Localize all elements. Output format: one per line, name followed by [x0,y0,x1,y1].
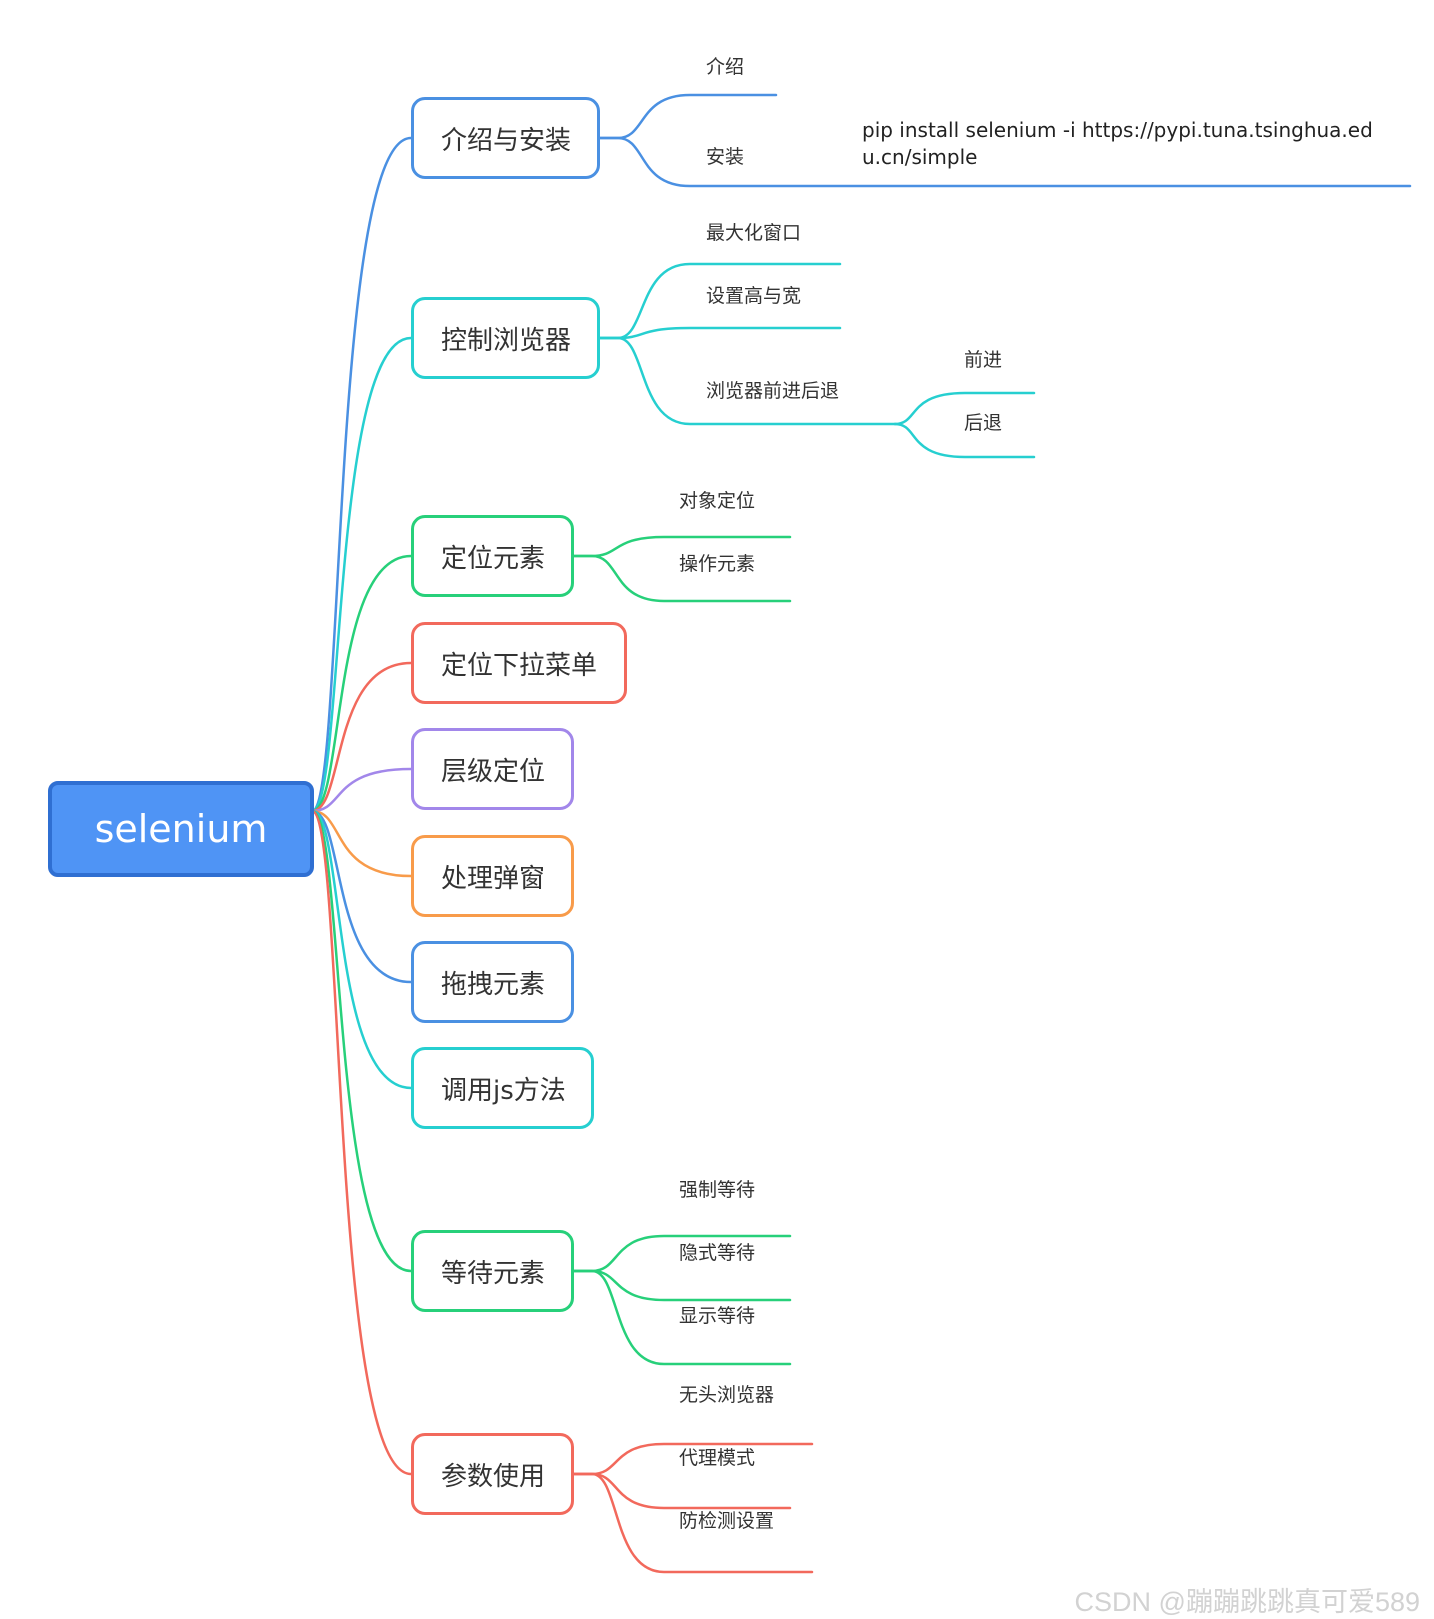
connector-params-leaf-2 [572,1472,814,1574]
connector-params-leaf-1 [572,1472,792,1510]
branch-intro-label: 介绍与安装 [441,125,572,156]
connector-root-to-params [310,809,413,1476]
leaf-intro-install[interactable]: 安装 [706,146,745,168]
leaf-params-proxy[interactable]: 代理模式 [679,1447,756,1469]
connector-browser-leaf-2 [598,336,897,426]
install-command-note: pip install selenium -i https://pypi.tun… [862,117,1373,171]
branch-intro-node[interactable]: 介绍与安装 [411,97,600,179]
leaf-wait-implicit[interactable]: 隐式等待 [679,1242,756,1264]
connector-root-to-drag [310,809,413,984]
leaf-locate-operate[interactable]: 操作元素 [679,553,756,575]
leaf-browser-navigation[interactable]: 浏览器前进后退 [706,380,840,402]
connector-intro-leaf-0 [598,93,778,140]
connector-navigation-sub-0 [893,391,1036,426]
connector-navigation-sub-1 [893,422,1036,459]
connector-root-to-hierarchy [310,767,413,813]
connector-browser-leaf-1 [598,326,842,340]
branch-dropdown-label: 定位下拉菜单 [441,650,598,681]
branch-locate-label: 定位元素 [441,543,546,574]
watermark: CSDN @蹦蹦跳跳真可爱589 [1074,1587,1420,1617]
branch-params-label: 参数使用 [441,1461,546,1492]
install-command-line1: pip install selenium -i https://pypi.tun… [862,118,1373,142]
leaf-browser-forward[interactable]: 前进 [964,349,1003,371]
connector-root-to-dropdown [310,661,413,813]
branch-js-label: 调用js方法 [441,1075,566,1106]
branch-hierarchy-node[interactable]: 层级定位 [411,728,574,810]
leaf-wait-explicit[interactable]: 显示等待 [679,1305,756,1327]
leaf-params-antidetect[interactable]: 防检测设置 [679,1510,775,1532]
leaf-browser-size[interactable]: 设置高与宽 [706,285,802,307]
leaf-browser-maximize[interactable]: 最大化窗口 [706,222,802,244]
leaf-browser-back[interactable]: 后退 [964,412,1003,434]
connector-locate-leaf-1 [572,554,792,603]
branch-dropdown-node[interactable]: 定位下拉菜单 [411,622,627,704]
branch-wait-node[interactable]: 等待元素 [411,1230,574,1312]
connector-root-to-wait [310,809,413,1273]
connector-wait-leaf-2 [572,1269,792,1366]
branch-browser-node[interactable]: 控制浏览器 [411,297,600,379]
branch-drag-node[interactable]: 拖拽元素 [411,941,574,1023]
connector-root-to-js [310,809,413,1090]
leaf-intro-intro[interactable]: 介绍 [706,56,745,78]
connector-root-to-popup [310,809,413,878]
root-node[interactable]: selenium [48,781,314,877]
connector-root-to-locate [310,554,413,813]
root-label: selenium [94,807,268,851]
branch-browser-label: 控制浏览器 [441,325,572,356]
connector-root-to-browser [310,336,413,813]
branch-params-node[interactable]: 参数使用 [411,1433,574,1515]
branch-wait-label: 等待元素 [441,1258,546,1289]
branch-hierarchy-label: 层级定位 [441,756,546,787]
leaf-params-headless[interactable]: 无头浏览器 [679,1384,775,1406]
connector-intro-leaf-1 [598,136,1412,188]
branch-drag-label: 拖拽元素 [441,969,546,1000]
branch-locate-node[interactable]: 定位元素 [411,515,574,597]
connector-root-to-intro [310,136,413,813]
install-command-line2: u.cn/simple [862,145,978,169]
branch-js-node[interactable]: 调用js方法 [411,1047,594,1129]
leaf-wait-forced[interactable]: 强制等待 [679,1179,756,1201]
leaf-locate-object[interactable]: 对象定位 [679,490,756,512]
branch-popup-node[interactable]: 处理弹窗 [411,835,574,917]
branch-popup-label: 处理弹窗 [441,863,546,894]
